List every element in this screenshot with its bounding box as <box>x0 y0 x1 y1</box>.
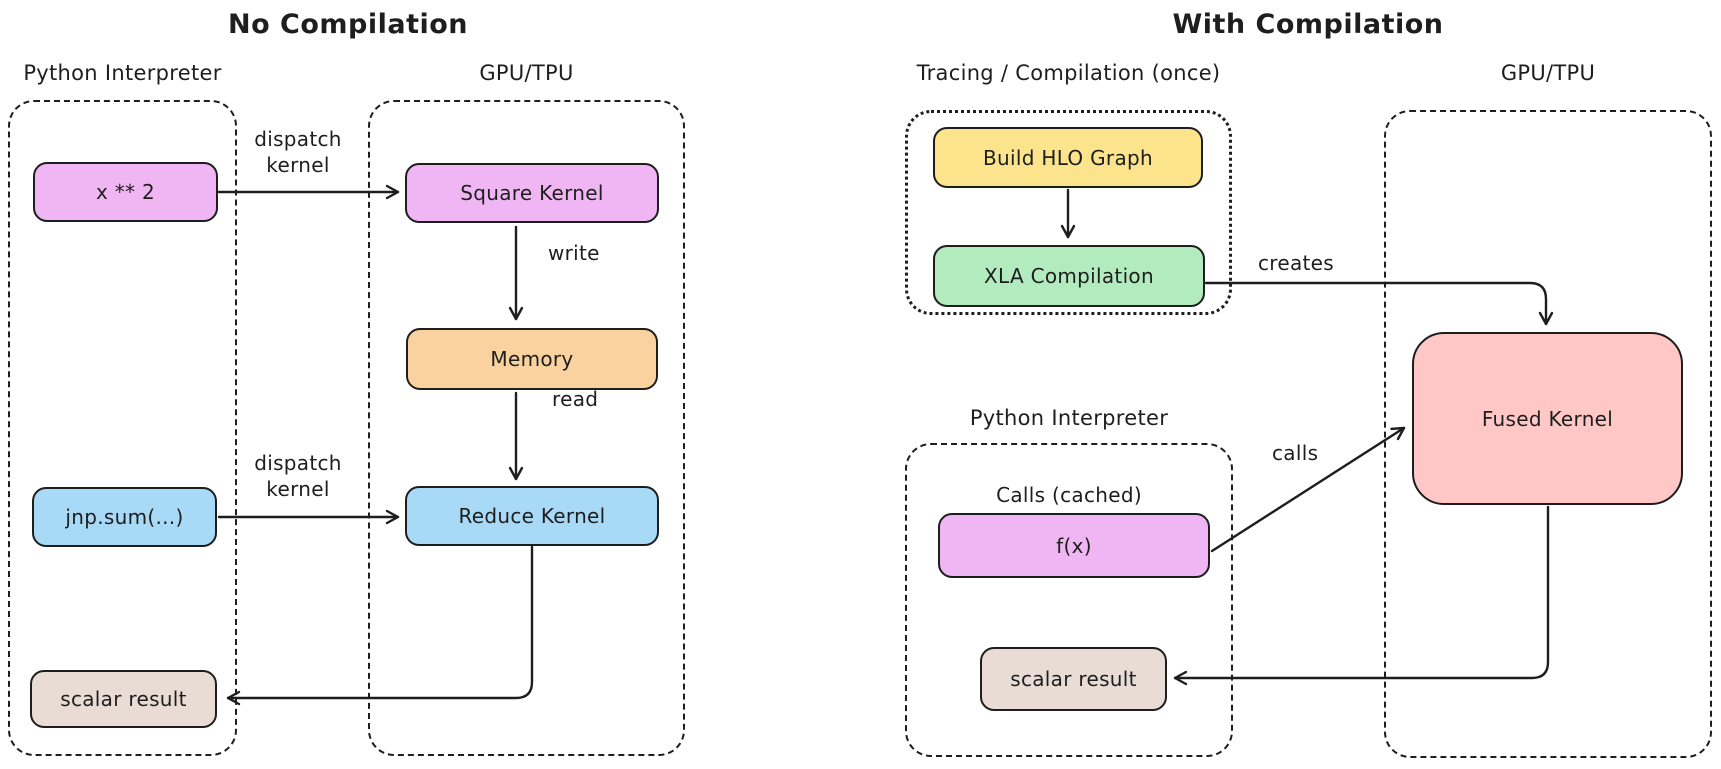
node-jnp-sum-label: jnp.sum(...) <box>65 505 184 529</box>
edge-label-dispatch-kernel-top: dispatch kernel <box>254 127 342 177</box>
right-python-interpreter-label: Python Interpreter <box>969 406 1169 430</box>
node-scalar-result-right: scalar result <box>980 647 1167 711</box>
edge-label-write: write <box>548 241 600 265</box>
node-build-hlo-graph: Build HLO Graph <box>933 127 1203 188</box>
edge-label-calls: calls <box>1272 441 1319 465</box>
left-gpu-tpu-label: GPU/TPU <box>479 61 574 85</box>
calls-cached-label: Calls (cached) <box>996 483 1142 507</box>
node-f-x: f(x) <box>938 513 1210 578</box>
right-gpu-tpu-label: GPU/TPU <box>1500 61 1596 85</box>
node-square-kernel-label: Square Kernel <box>460 181 604 205</box>
node-memory: Memory <box>406 328 658 390</box>
node-square-kernel: Square Kernel <box>405 163 659 223</box>
node-memory-label: Memory <box>490 347 574 371</box>
node-scalar-result-left: scalar result <box>30 670 217 728</box>
tracing-compilation-label: Tracing / Compilation (once) <box>916 61 1221 85</box>
node-fused-kernel-label: Fused Kernel <box>1481 406 1614 431</box>
node-f-x-label: f(x) <box>1056 533 1092 558</box>
node-x-squared: x ** 2 <box>33 162 218 222</box>
node-build-hlo-graph-label: Build HLO Graph <box>983 145 1153 170</box>
left-gpu-tpu-container <box>368 100 685 756</box>
node-xla-compilation: XLA Compilation <box>933 245 1205 307</box>
edge-label-read: read <box>552 387 599 411</box>
left-python-interpreter-container <box>8 100 237 756</box>
node-scalar-result-left-label: scalar result <box>60 687 187 711</box>
node-fused-kernel: Fused Kernel <box>1412 332 1683 505</box>
node-reduce-kernel: Reduce Kernel <box>405 486 659 546</box>
node-xla-compilation-label: XLA Compilation <box>984 264 1154 288</box>
left-diagram-title: No Compilation <box>227 9 469 40</box>
edge-label-dispatch-kernel-bottom: dispatch kernel <box>254 451 342 501</box>
right-diagram-title: With Compilation <box>1172 9 1444 40</box>
edge-label-creates: creates <box>1258 251 1335 275</box>
node-x-squared-label: x ** 2 <box>95 180 156 204</box>
node-reduce-kernel-label: Reduce Kernel <box>458 504 606 528</box>
node-jnp-sum: jnp.sum(...) <box>32 487 217 547</box>
node-scalar-result-right-label: scalar result <box>1010 667 1137 691</box>
tracing-compilation-container <box>905 110 1232 315</box>
left-python-interpreter-label: Python Interpreter <box>23 61 222 85</box>
